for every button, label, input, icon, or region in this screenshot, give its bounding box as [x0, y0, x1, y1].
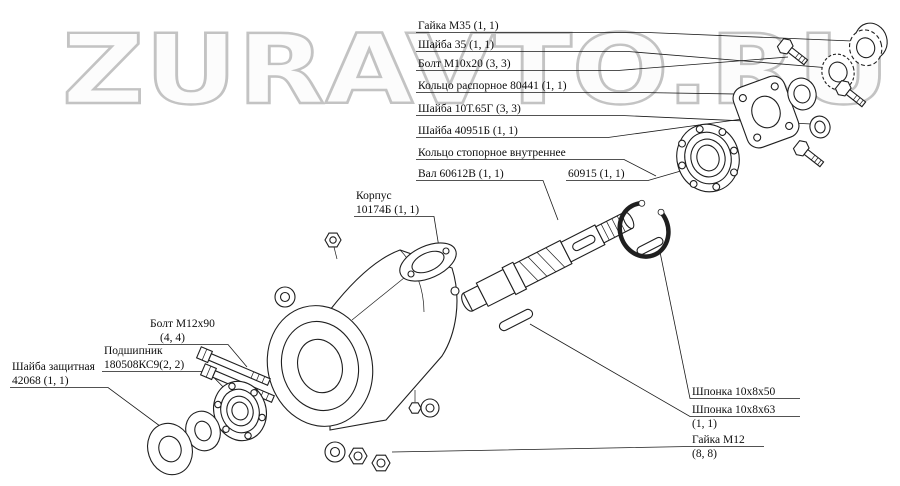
leader-bolt-m12x90 — [148, 344, 248, 368]
nut-m12-a — [348, 447, 368, 465]
snap-ring — [617, 199, 671, 259]
housing-lower-stud-nut — [408, 402, 422, 414]
callout-snap-ring: Кольцо стопорное внутреннее — [418, 147, 566, 159]
flange-washer-40951b — [732, 75, 800, 149]
leader-shaft — [416, 180, 559, 221]
bolt-m12x90-a — [195, 346, 272, 386]
callout-key-10x8x63-line2: (1, 1) — [692, 418, 717, 430]
key-10x8x63 — [498, 308, 534, 332]
callout-guard-washer-line2: 42068 (1, 1) — [12, 375, 69, 387]
lock-washer-35 — [821, 53, 855, 91]
spacer-ring-80441 — [787, 77, 817, 111]
callout-nut-m35: Гайка М35 (1, 1) — [418, 20, 499, 32]
callout-shaft: Вал 60612В (1, 1) — [418, 168, 504, 180]
callout-nut-m12-line1: Гайка М12 — [692, 434, 745, 446]
callout-bolt-m10x20: Болт М10х20 (3, 3) — [418, 58, 511, 70]
bearing-60915 — [676, 123, 740, 193]
leader-nut-m12 — [391, 446, 764, 453]
leader-key-10x8x50 — [659, 251, 800, 399]
callout-housing-line1: Корпус — [356, 190, 392, 202]
callout-housing-line2: 10174Б (1, 1) — [356, 204, 419, 216]
nut-m12-b — [371, 454, 391, 472]
bolt-m10x20-a — [776, 38, 809, 66]
callout-bolt-m12x90-line2: (4, 4) — [160, 332, 185, 344]
callout-bearing-60915: 60915 (1, 1) — [568, 168, 625, 180]
callout-spacer-ring: Кольцо распорное 80441 (1, 1) — [418, 80, 567, 92]
leader-guard-washer — [10, 387, 169, 433]
callout-nut-m12-line2: (8, 8) — [692, 448, 717, 460]
callout-washer-10t65g: Шайба 10Т.65Г (3, 3) — [418, 103, 521, 115]
housing — [266, 232, 460, 463]
callout-bolt-m12x90-line1: Болт М12х90 — [150, 318, 215, 330]
leader-washer-35 — [416, 51, 831, 69]
callout-key-10x8x63-line1: Шпонка 10х8х63 — [692, 404, 776, 416]
bolt-m10x20-c — [792, 140, 825, 168]
callout-bearing-line1: Подшипник — [104, 345, 163, 357]
leader-key-10x8x63 — [529, 323, 800, 417]
washer-10t65g — [809, 115, 831, 139]
leader-nut-m35 — [416, 32, 853, 42]
shaft — [461, 211, 635, 312]
callout-guard-washer-line1: Шайба защитная — [12, 361, 96, 373]
key-10x8x50 — [636, 236, 664, 256]
leader-snap-ring — [416, 159, 657, 177]
callout-bearing-line2: 180508КС9(2, 2) — [104, 359, 184, 371]
callout-washer-40951b: Шайба 40951Б (1, 1) — [418, 125, 518, 137]
bearing-180508 — [213, 380, 267, 442]
guard-washer-42068 — [147, 422, 193, 476]
callout-labels: Гайка М35 (1, 1) Шайба 35 (1, 1) Болт М1… — [12, 20, 776, 460]
bolt-m10x20-b — [834, 80, 867, 108]
callout-washer-35: Шайба 35 (1, 1) — [418, 39, 494, 51]
leader-bolt-m10x20 — [416, 56, 789, 71]
nut-m35 — [848, 22, 888, 67]
shaft-keyway — [572, 234, 596, 252]
callout-key-10x8x50: Шпонка 10х8х50 — [692, 386, 776, 398]
